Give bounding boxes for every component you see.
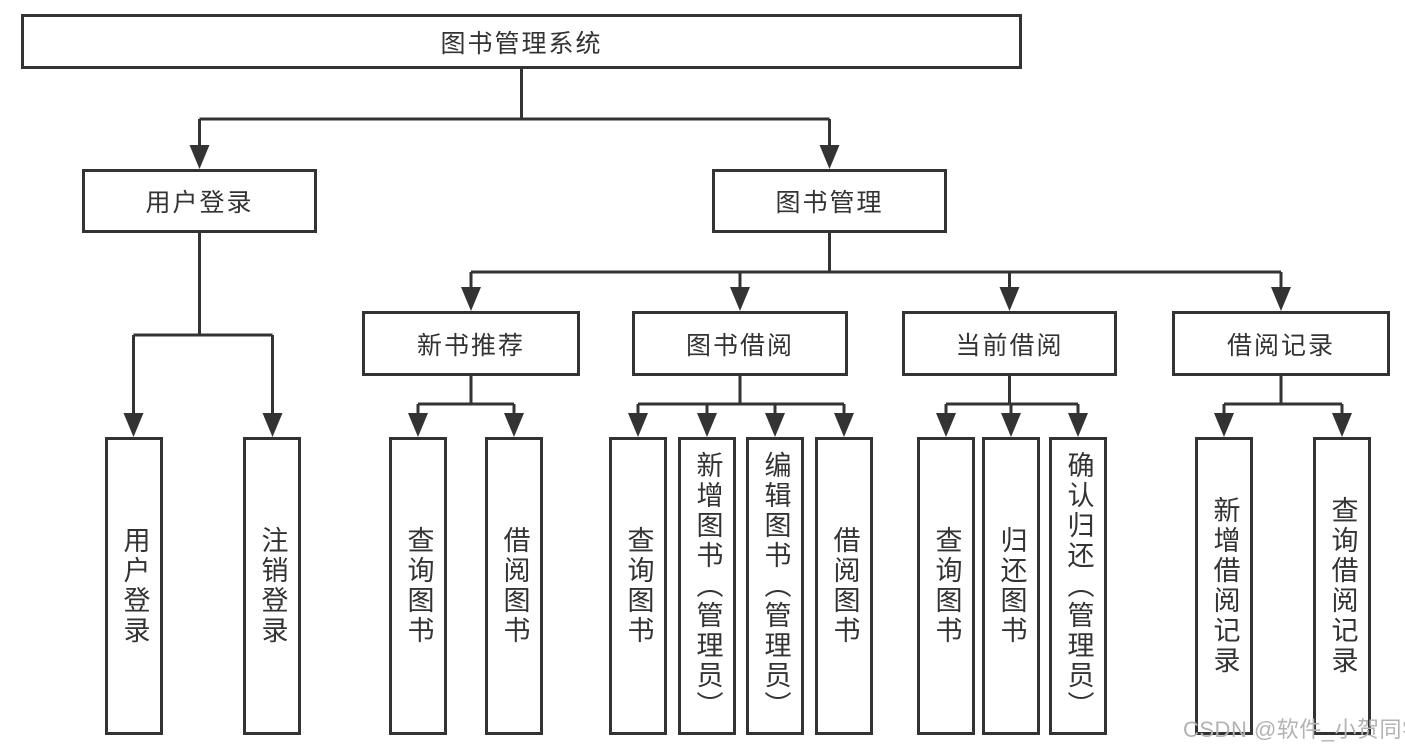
leaf-edit-books-admin-label: 编辑图书（管理员） bbox=[760, 451, 791, 721]
leaf-add-books-admin: 新增图书（管理员） bbox=[678, 437, 736, 735]
leaf-query-books-newrec: 查询图书 bbox=[389, 437, 447, 735]
leaf-user-login-label: 用户登录 bbox=[119, 526, 150, 646]
leaf-confirm-return-admin: 确认归还（管理员） bbox=[1049, 437, 1107, 735]
node-book-borrow: 图书借阅 bbox=[632, 311, 848, 376]
leaf-query-books-newrec-label: 查询图书 bbox=[403, 526, 434, 646]
node-root: 图书管理系统 bbox=[21, 14, 1022, 69]
leaf-borrow-books-newrec-label: 借阅图书 bbox=[499, 526, 530, 646]
leaf-query-books-current: 查询图书 bbox=[917, 437, 975, 735]
leaf-borrow-books-borrow-label: 借阅图书 bbox=[829, 526, 860, 646]
node-user-login: 用户登录 bbox=[82, 169, 317, 233]
leaf-borrow-books-borrow: 借阅图书 bbox=[815, 437, 873, 735]
leaf-confirm-return-admin-label: 确认归还（管理员） bbox=[1063, 451, 1094, 721]
leaf-query-books-borrow-label: 查询图书 bbox=[623, 526, 654, 646]
leaf-query-books-borrow: 查询图书 bbox=[609, 437, 667, 735]
node-book-management-label: 图书管理 bbox=[775, 189, 884, 217]
leaf-return-books: 归还图书 bbox=[982, 437, 1040, 735]
leaf-return-books-label: 归还图书 bbox=[996, 526, 1027, 646]
leaf-user-login: 用户登录 bbox=[105, 437, 163, 735]
leaf-logout-login: 注销登录 bbox=[243, 437, 301, 735]
leaf-query-borrow-record: 查询借阅记录 bbox=[1313, 437, 1371, 735]
node-borrow-records: 借阅记录 bbox=[1172, 311, 1390, 376]
watermark: CSDN @软件_小贺同学 bbox=[1183, 717, 1405, 742]
node-book-borrow-label: 图书借阅 bbox=[685, 331, 794, 360]
leaf-add-books-admin-label: 新增图书（管理员） bbox=[692, 451, 723, 721]
leaf-add-borrow-record-label: 新增借阅记录 bbox=[1209, 496, 1240, 676]
node-new-book-recommend-label: 新书推荐 bbox=[416, 331, 525, 360]
node-current-borrow: 当前借阅 bbox=[902, 311, 1117, 376]
leaf-edit-books-admin: 编辑图书（管理员） bbox=[746, 437, 804, 735]
leaf-add-borrow-record: 新增借阅记录 bbox=[1195, 437, 1253, 735]
node-root-label: 图书管理系统 bbox=[440, 29, 603, 58]
node-current-borrow-label: 当前借阅 bbox=[955, 331, 1064, 360]
leaf-query-books-current-label: 查询图书 bbox=[931, 526, 962, 646]
node-user-login-label: 用户登录 bbox=[145, 189, 254, 217]
node-new-book-recommend: 新书推荐 bbox=[362, 311, 580, 376]
node-borrow-records-label: 借阅记录 bbox=[1226, 331, 1335, 360]
leaf-query-borrow-record-label: 查询借阅记录 bbox=[1327, 496, 1358, 676]
leaf-borrow-books-newrec: 借阅图书 bbox=[485, 437, 543, 735]
leaf-logout-login-label: 注销登录 bbox=[257, 526, 288, 646]
node-book-management: 图书管理 bbox=[712, 169, 947, 233]
